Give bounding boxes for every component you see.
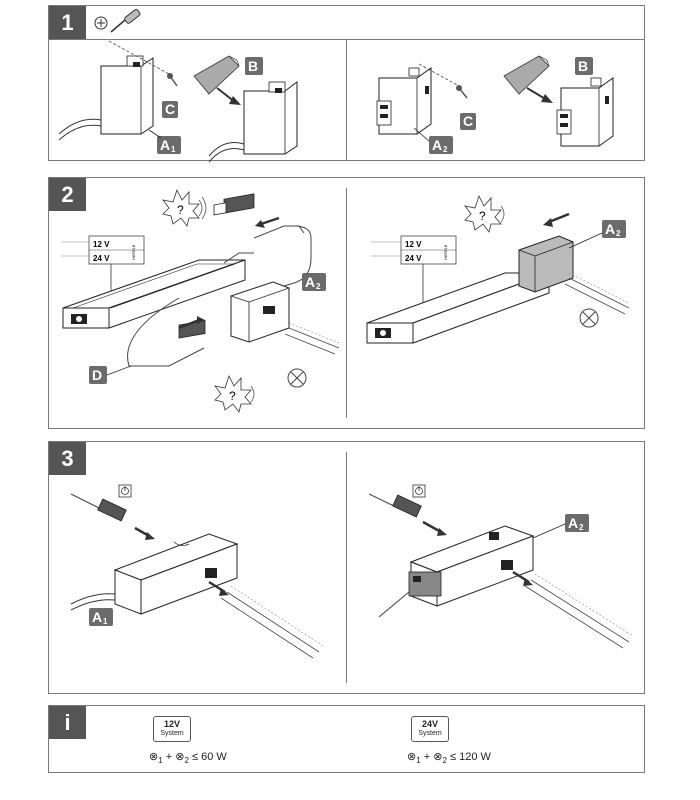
svg-text:12 V: 12 V [93, 240, 110, 249]
screwdriver-icon [94, 9, 141, 33]
svg-text:1: 1 [103, 617, 108, 626]
power-formula-12v: ⊗1 + ⊗2 ≤ 60 W [149, 751, 227, 766]
svg-text:C: C [165, 101, 175, 117]
label-c-2: C [460, 113, 476, 130]
screw [167, 73, 178, 87]
label-a1: A 1 [89, 608, 113, 626]
step-2-divider [346, 188, 347, 418]
connector-box-a2 [376, 67, 432, 135]
lamp-symbol-icon: ⊗ [175, 751, 185, 763]
svg-text:2: 2 [616, 229, 621, 238]
step-3-illustration: A 1 A [70, 484, 634, 659]
label-a2-right: A 2 [602, 220, 626, 238]
svg-text:12 V: 12 V [405, 240, 422, 249]
label-a2: A 2 [302, 273, 326, 291]
svg-text:D: D [92, 367, 102, 383]
step-2-panel: 2 12 V 24 V HÄFELE [48, 177, 645, 429]
label-a2: A 2 [429, 136, 453, 154]
connector-box-a2-attached [518, 235, 574, 293]
step-1-illustration: C A 1 B [58, 40, 614, 163]
svg-text:?: ? [479, 209, 486, 223]
svg-text:A: A [432, 137, 442, 153]
svg-text:A: A [305, 274, 315, 290]
lamp-symbol-icon [287, 368, 307, 388]
step-1-header: 1 [49, 6, 644, 40]
svg-text:A: A [160, 137, 170, 153]
svg-text:2: 2 [443, 145, 448, 154]
step-number: 1 [49, 6, 86, 39]
power-formula-24v: ⊗1 + ⊗2 ≤ 120 W [407, 751, 491, 766]
connector-box-a2 [230, 281, 290, 343]
svg-text:?: ? [229, 389, 236, 403]
lamp-symbol-icon-2 [579, 308, 599, 328]
label-a1: A 1 [157, 136, 181, 154]
step-1-panel: 1 C A 1 [48, 5, 645, 163]
lamp-symbol-icon: ⊗ [149, 751, 159, 763]
step-3-panel: 3 A 1 [48, 441, 645, 694]
plug-top [213, 193, 255, 216]
system-badge-12v: 12V System [153, 716, 191, 742]
power-icon-2 [412, 484, 426, 498]
info-panel: i 12V System ⊗1 + ⊗2 ≤ 60 W 24V System ⊗… [48, 705, 645, 773]
system-badge-24v: 24V System [411, 716, 449, 742]
max-wattage: 120 W [459, 751, 491, 763]
switch-plug [97, 498, 127, 522]
system-voltage: 12V [163, 719, 180, 729]
step-2-illustration: 12 V 24 V HÄFELE [61, 188, 630, 413]
adhesive-pad [193, 55, 240, 95]
svg-text:B: B [578, 58, 588, 74]
step-3-divider [346, 452, 347, 683]
svg-text:1: 1 [171, 145, 176, 154]
system-label: System [160, 730, 184, 737]
svg-text:24 V: 24 V [93, 254, 110, 263]
screw-2 [456, 85, 468, 99]
svg-text:HÄFELE: HÄFELE [443, 244, 448, 260]
lamp-symbol-icon: ⊗ [407, 751, 417, 763]
label-b-2: B [575, 57, 593, 75]
lamp-symbol-icon: ⊗ [433, 751, 443, 763]
step-number: 2 [49, 178, 86, 211]
driver-label-right: 12 V 24 V HÄFELE [400, 235, 457, 265]
adhesive-pad-2 [503, 55, 550, 95]
svg-text:A: A [92, 609, 102, 625]
connector-box-a1-mounted [208, 81, 298, 163]
led-driver-right [366, 272, 550, 344]
connector-box-a1 [113, 533, 239, 615]
system-label: System [418, 730, 442, 737]
inserted-plug [408, 571, 442, 597]
system-voltage: 24V [421, 719, 438, 729]
switch-plug-2 [392, 494, 422, 518]
connector-box-a2-mounted [556, 77, 614, 147]
driver-label: 12 V 24 V HÄFELE [88, 235, 145, 265]
click-sound-icon-3: ? [464, 194, 505, 233]
step-number: 3 [49, 442, 86, 475]
label-a2: A 2 [565, 514, 589, 532]
svg-text:24 V: 24 V [405, 254, 422, 263]
svg-text:A: A [605, 221, 615, 237]
svg-text:2: 2 [579, 523, 584, 532]
power-icon [118, 484, 132, 498]
label-c: C [162, 101, 178, 118]
svg-text:?: ? [177, 203, 184, 217]
info-number: i [49, 706, 86, 739]
connector-box-a1 [58, 55, 154, 141]
max-wattage: 60 W [201, 751, 227, 763]
svg-text:HÄFELE: HÄFELE [131, 244, 136, 260]
led-driver-left [62, 259, 246, 329]
step-1-divider [346, 40, 347, 160]
label-d: D [89, 366, 107, 384]
svg-text:C: C [463, 113, 473, 129]
click-sound-icon: ? [162, 188, 207, 227]
click-sound-icon-2: ? [214, 374, 255, 413]
svg-text:B: B [248, 58, 258, 74]
svg-text:2: 2 [316, 282, 321, 291]
label-b: B [245, 57, 263, 75]
svg-text:A: A [568, 515, 578, 531]
